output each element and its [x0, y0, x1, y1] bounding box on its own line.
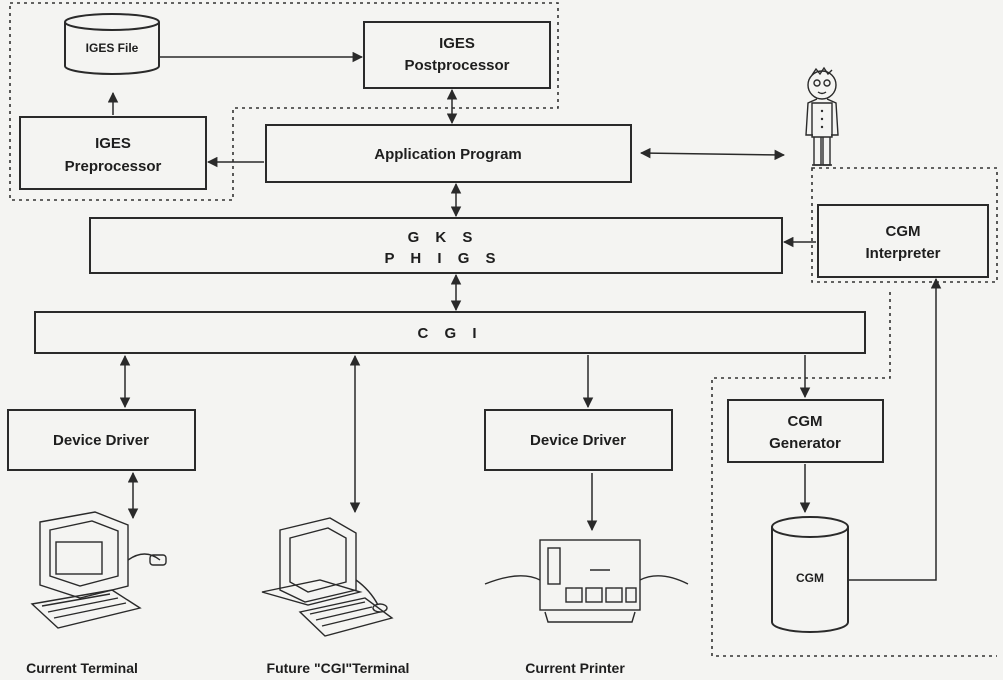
cgm-interpreter-label-1: CGM: [886, 223, 921, 240]
iges-file-label: IGES File: [86, 41, 139, 55]
arrow-application-user: [639, 147, 786, 161]
iges-preprocessor-label-2: Preprocessor: [65, 158, 162, 175]
iges-postprocessor-label-2: Postprocessor: [404, 57, 509, 74]
phigs-label: P H I G S: [384, 250, 501, 267]
gks-phigs-box: G K S P H I G S: [89, 217, 783, 274]
application-program-label: Application Program: [374, 146, 522, 163]
pc-terminal-icon: [261, 517, 394, 637]
current-printer-caption: Current Printer: [525, 660, 625, 676]
cgm-generator-group-boundary: [711, 292, 997, 657]
application-program-box: Application Program: [265, 124, 632, 183]
cgm-generator-box: CGM Generator: [727, 399, 884, 463]
cgi-box: C G I: [34, 311, 866, 354]
iges-preprocessor-label-1: IGES: [95, 135, 131, 152]
cgm-storage-cylinder: CGM: [771, 516, 849, 633]
iges-preprocessor-box: IGES Preprocessor: [19, 116, 207, 190]
future-terminal-caption: Future "CGI"Terminal: [267, 660, 410, 676]
cgm-interpreter-box: CGM Interpreter: [817, 204, 989, 278]
device-driver-left-box: Device Driver: [7, 409, 196, 471]
device-driver-left-label: Device Driver: [53, 432, 149, 449]
computer-terminal-icon: [30, 511, 167, 629]
iges-postprocessor-box: IGES Postprocessor: [363, 21, 551, 89]
cgi-label: C G I: [417, 325, 482, 342]
device-driver-right-box: Device Driver: [484, 409, 673, 471]
arrow-cgm-to-interpreter: [848, 277, 942, 581]
device-driver-right-label: Device Driver: [530, 432, 626, 449]
gks-label: G K S: [408, 229, 479, 246]
iges-postprocessor-label-1: IGES: [439, 35, 475, 52]
cgm-interpreter-label-2: Interpreter: [865, 245, 940, 262]
cgm-generator-label-2: Generator: [769, 435, 841, 452]
iges-group-boundary: [9, 2, 559, 201]
printer-icon: [484, 539, 689, 623]
person-icon: [805, 66, 839, 166]
iges-file-cylinder: IGES File: [64, 13, 160, 75]
current-terminal-caption: Current Terminal: [26, 660, 138, 676]
cgm-generator-label-1: CGM: [788, 413, 823, 430]
cgm-storage-label: CGM: [796, 571, 824, 585]
